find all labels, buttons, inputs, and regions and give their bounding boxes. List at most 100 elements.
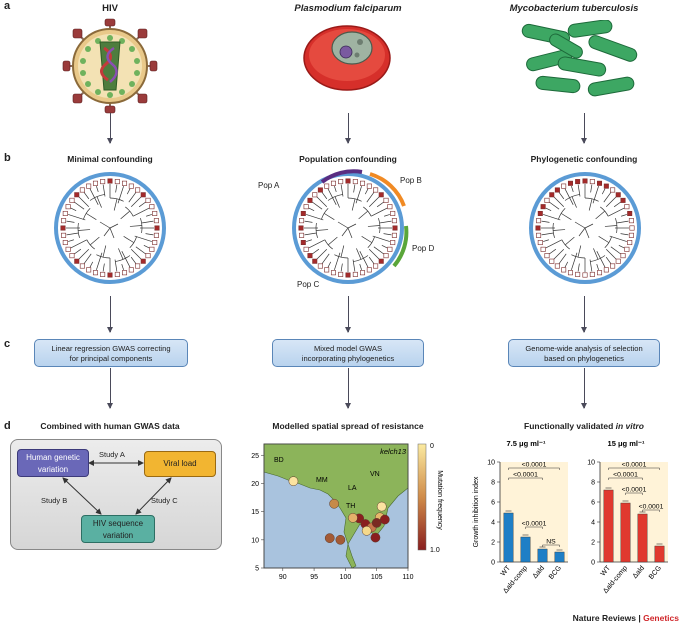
colorbar-title: Mutation frequency [436,470,443,530]
tree-tip [390,210,396,216]
tree-tip [345,272,351,278]
x-tick-label: Δald [632,565,646,580]
y-tick-label: 10 [587,460,595,467]
phylogenetic-confounding-title: Phylogenetic confounding [530,154,638,164]
arrow-mtb-to-tree [581,113,587,144]
tree-tip [624,246,630,252]
tree-tip [135,187,141,193]
map-sample-point [348,512,358,523]
tree-tip [554,263,560,269]
map-sample-point [376,501,387,512]
linear-regression-gwas-box: Linear regression GWAS correcting for pr… [34,339,188,367]
tree-tip [387,246,393,252]
tree-tip [140,258,146,264]
tree-tip [61,232,67,238]
gwas-diagram-arrows [62,460,172,515]
significance-label: <0.0001 [522,521,547,528]
tree-tip [338,271,344,277]
tree-tip [114,179,120,185]
map-sample-point [361,525,372,536]
tree-tip [378,192,384,198]
tree-tip [128,183,134,189]
tree-tip [378,258,384,264]
tree-tip [303,246,309,252]
tree-tip [122,180,128,186]
population-confounding-title: Population confounding [299,154,397,164]
significance-bracket [542,544,560,547]
journal-footer: Nature Reviews | Genetics [573,613,679,623]
map-gene-label: kelch13 [380,447,407,456]
study-c-label: Study C [151,496,178,505]
y-tick-label: 6 [591,500,595,507]
y-tick-label: 8 [491,480,495,487]
map-y-tick-label: 20 [251,481,259,488]
tree-tip [317,187,323,193]
pop-b-label: Pop B [400,176,422,185]
x-tick-label: Δald [532,565,546,580]
tree-tip [575,179,581,185]
tree-tip [79,187,85,193]
y-tick-label: 4 [591,520,595,527]
pop-b-arc [369,172,406,207]
tree-branches [541,184,629,272]
tree-tip [330,270,336,276]
country-mm: MM [316,477,328,484]
tree-tip [582,272,588,278]
pop-a-label: Pop A [258,181,280,190]
tree-tip [627,210,633,216]
tree-tip [615,192,621,198]
tree-ring [54,172,166,284]
significance-bracket [508,467,560,470]
bar [554,551,565,563]
tree-tip [145,197,151,203]
map-y-tick-label: 5 [255,566,259,573]
modelled-spread-title: Modelled spatial spread of resistance [272,421,424,431]
arrow-hiv-to-tree [107,113,113,144]
tree-tip [615,258,621,264]
tree-tip [303,204,309,210]
colorbar-bottom-label: 1.0 [430,547,440,554]
combined-human-gwas-title: Combined with human GWAS data [40,421,180,431]
tree-tip [544,197,550,203]
tree-tip [312,192,318,198]
tree-tip [624,204,630,210]
tree-tip [383,197,389,203]
map-sample-point [335,534,346,545]
tree-tip [135,263,141,269]
y-tick-label: 6 [491,500,495,507]
tree-tip [391,218,397,224]
significance-label: <0.0001 [522,462,547,469]
validated-em: in vitro [615,421,644,431]
tree-tip [92,270,98,276]
significance-bracket [508,477,543,480]
tree-tip [312,258,318,264]
tree-tip [366,183,372,189]
genome-line-2: based on phylogenetics [544,354,624,363]
significance-bracket [625,492,643,495]
significance-label: <0.0001 [513,472,538,479]
tree-tip [145,253,151,259]
tree-tip [390,240,396,246]
map-frame [263,443,409,569]
map-x-tick-label: 90 [279,574,287,581]
colorbar-top-label: 0 [430,443,434,450]
tree-tip [610,263,616,269]
tree-tip [299,232,305,238]
y-tick-label: 2 [491,540,495,547]
mixed-line-2: incorporating phylogenetics [301,354,395,363]
pop-d-arc [392,225,409,268]
x-tick-label: WT [600,564,613,577]
significance-label: NS [546,539,556,546]
tree-tip [69,253,75,259]
tree-tip [152,210,158,216]
map-sample-point [371,518,382,528]
tree-tip [629,225,635,231]
phylogenetic-tree-phylogenetic [529,172,641,284]
viral-load-box: Viral load [144,451,216,477]
tree-tip [299,218,305,224]
tree-tip [100,179,106,185]
population-arcs [320,169,409,268]
y-tick-label: 0 [491,560,495,567]
